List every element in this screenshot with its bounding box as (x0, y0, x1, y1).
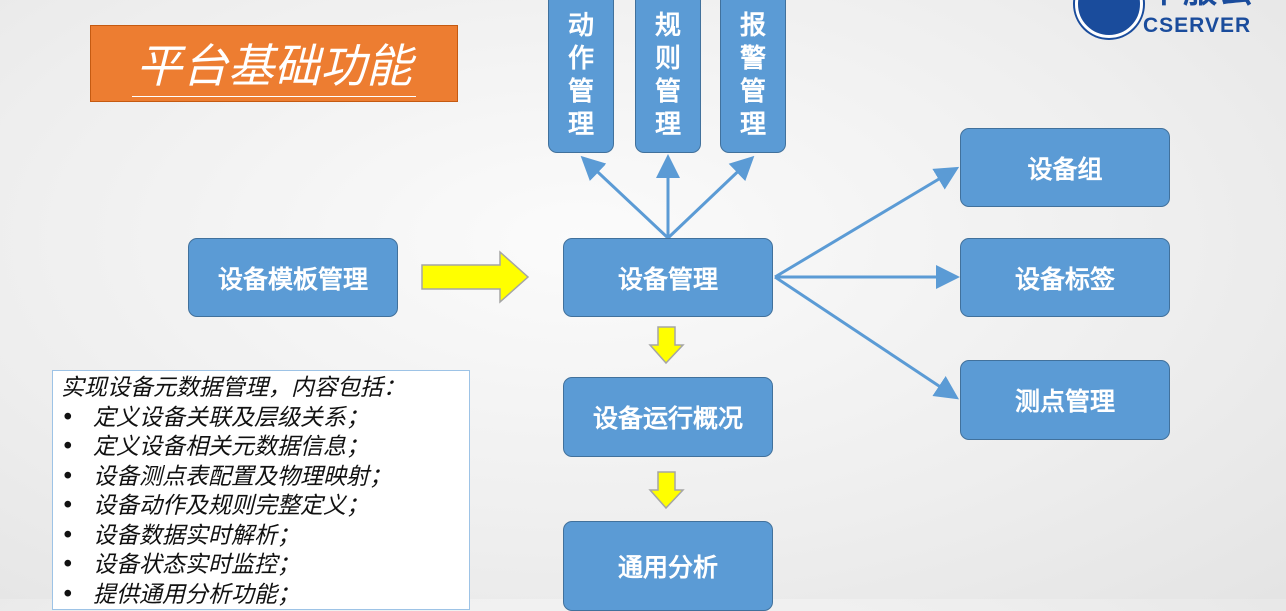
template-management-box: 设备模板管理 (188, 238, 398, 317)
rule-management-box: 规则管理 (635, 0, 701, 153)
arrow-to-group (774, 166, 960, 279)
down-arrow-1 (648, 326, 685, 365)
general-analysis-box: 通用分析 (563, 521, 773, 611)
list-item: 设备状态实时监控； (61, 551, 461, 581)
logo-en-text: CSERVER (1143, 14, 1252, 37)
device-tag-box: 设备标签 (960, 238, 1170, 317)
alarm-management-box: 报警管理 (720, 0, 786, 153)
slide-title: 平台基础功能 (90, 25, 458, 102)
big-right-arrow (421, 250, 530, 304)
list-item: 设备测点表配置及物理映射； (61, 463, 461, 493)
list-item: 定义设备关联及层级关系； (61, 404, 461, 434)
cserver-logo: 中服云 CSERVER (1075, 0, 1286, 42)
list-item: 设备动作及规则完整定义； (61, 492, 461, 522)
device-group-box: 设备组 (960, 128, 1170, 207)
action-management-box: 动作管理 (548, 0, 614, 153)
arrow-to-point (774, 275, 959, 400)
note-heading: 实现设备元数据管理，内容包括： (61, 375, 406, 401)
arrow-to-action (580, 155, 670, 240)
device-overview-box: 设备运行概况 (563, 377, 773, 457)
device-management-box: 设备管理 (563, 238, 773, 317)
arrow-to-alarm (666, 155, 755, 240)
list-item: 提供通用分析功能； (61, 581, 461, 610)
description-textbox: 实现设备元数据管理，内容包括： 定义设备关联及层级关系； 定义设备相关元数据信息… (52, 370, 470, 610)
list-item: 定义设备相关元数据信息； (61, 433, 461, 463)
logo-cn-text: 中服云 (1147, 0, 1255, 10)
down-arrow-2 (648, 471, 685, 510)
list-item: 设备数据实时解析； (61, 522, 461, 552)
point-management-box: 测点管理 (960, 360, 1170, 440)
